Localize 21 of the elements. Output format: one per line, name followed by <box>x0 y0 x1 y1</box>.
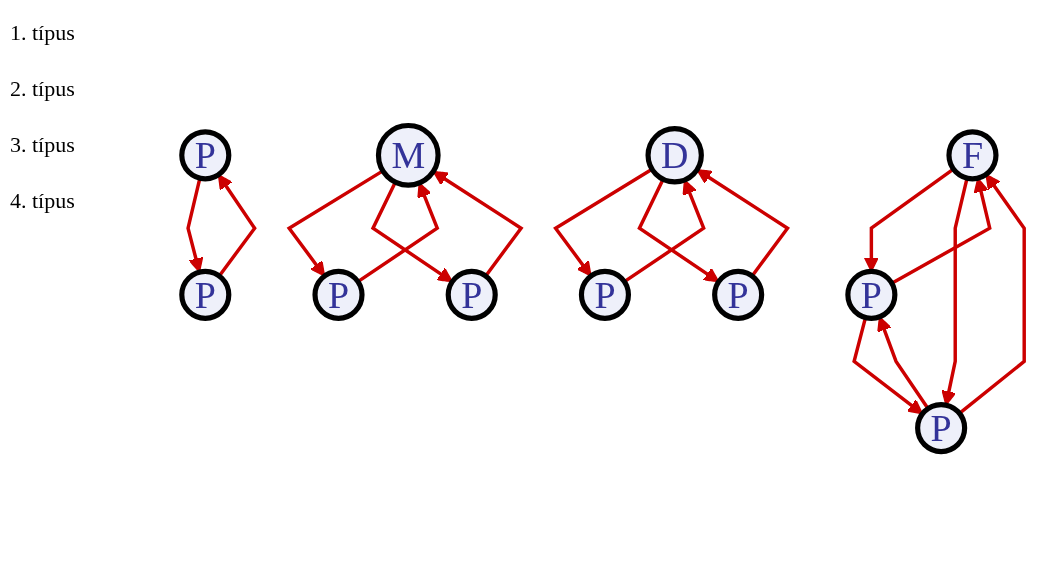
node-circle: P <box>578 268 632 321</box>
node-circle: P <box>179 268 232 321</box>
arrow <box>217 173 257 277</box>
arrow <box>286 168 384 277</box>
node-circle: P <box>845 268 898 321</box>
arrow <box>553 167 653 277</box>
type-label: 1. típus <box>10 20 76 46</box>
arrow <box>696 168 790 277</box>
arrow <box>637 178 720 282</box>
node-circle: M <box>375 122 441 188</box>
node-circle: P <box>915 401 968 454</box>
node-circle: P <box>179 128 232 181</box>
node-circle: F <box>946 128 999 181</box>
arrow <box>432 170 524 277</box>
node-circle: P <box>312 268 365 321</box>
node-circle: P <box>445 268 498 321</box>
node-circle: D <box>645 125 704 185</box>
type-label: 4. típus <box>10 188 76 214</box>
type-label: 3. típus <box>10 132 76 158</box>
node-circle: P <box>712 268 765 321</box>
type-label: 2. típus <box>10 76 76 102</box>
